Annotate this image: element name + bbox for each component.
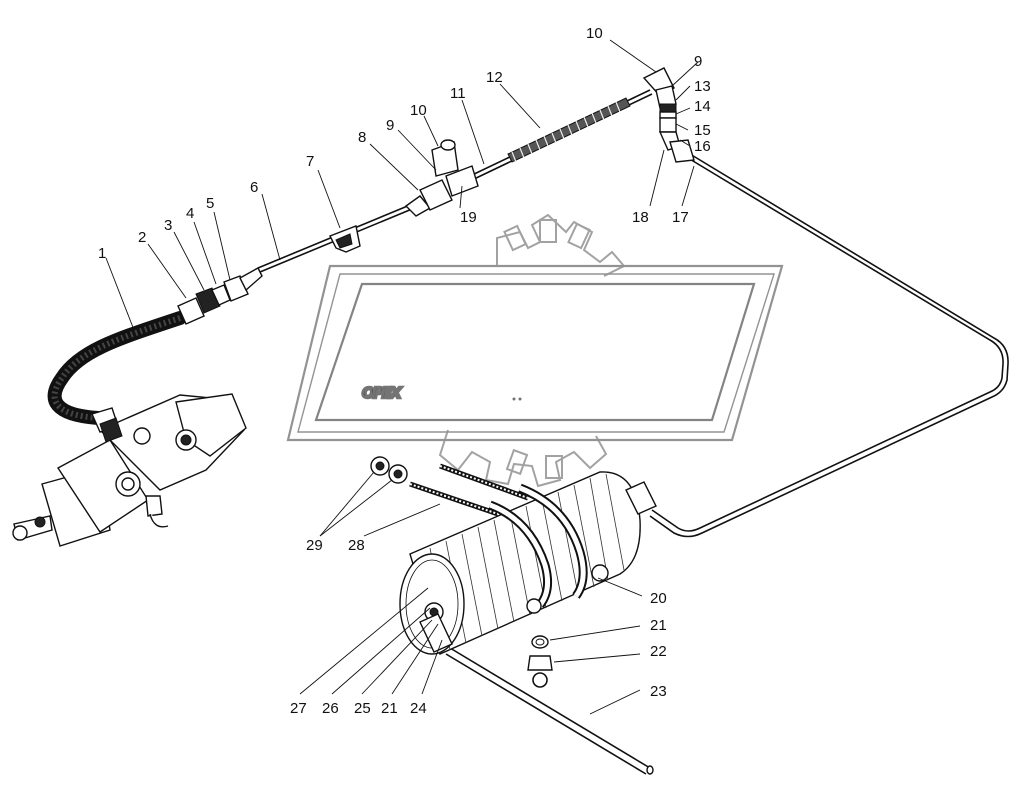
callout-11: 11 (450, 85, 466, 102)
callout-1: 1 (98, 245, 106, 262)
callout-22: 22 (650, 643, 667, 660)
callout-14: 14 (694, 98, 711, 115)
callout-4: 4 (186, 205, 194, 222)
callout-16: 16 (694, 138, 711, 155)
leader-lines (105, 39, 699, 715)
callout-24: 24 (410, 700, 427, 717)
tank-fitting-right (625, 481, 657, 515)
callout-9: 9 (386, 117, 394, 134)
fitting-2 (177, 297, 205, 325)
callout-2: 2 (138, 229, 146, 246)
tank-body (409, 471, 641, 655)
callout-12: 12 (486, 69, 503, 86)
callout-labels: 1 2 3 4 5 6 7 8 9 10 11 12 13 14 15 16 1… (98, 25, 711, 717)
callout-3: 3 (164, 217, 172, 234)
tee-assembly (404, 139, 479, 217)
nuts-29 (370, 456, 408, 484)
callout-20: 20 (650, 590, 667, 607)
brake-valve (12, 393, 247, 547)
nut-15 (659, 117, 677, 133)
port-20 (591, 564, 609, 582)
fitting-16 (669, 139, 695, 163)
callout-9-right: 9 (694, 53, 702, 70)
callout-10: 10 (410, 102, 427, 119)
coupling-fittings (177, 267, 263, 325)
callout-8: 8 (358, 129, 366, 146)
callout-25: 25 (354, 700, 371, 717)
washer-13 (659, 103, 677, 113)
watermark-frame-outer (286, 264, 784, 442)
callout-18: 18 (632, 209, 649, 226)
air-tank (399, 463, 657, 655)
watermark-logo: OPEX (286, 213, 784, 488)
callout-15: 15 (694, 122, 711, 139)
drain-plug-assembly (527, 635, 553, 688)
callout-17: 17 (672, 209, 689, 226)
callout-28: 28 (348, 537, 365, 554)
clamp-7 (329, 225, 361, 253)
callout-19: 19 (460, 209, 477, 226)
callout-23: 23 (650, 683, 667, 700)
spring-guard-12 (507, 97, 631, 163)
pipe-17 (651, 157, 1004, 532)
hose-1 (47, 311, 187, 425)
callout-6: 6 (250, 179, 258, 196)
watermark-frame-inner (314, 282, 756, 422)
fitting-24 (419, 613, 453, 653)
callout-5: 5 (206, 195, 214, 212)
callout-27: 27 (290, 700, 307, 717)
nut-9 (419, 179, 453, 211)
callout-26: 26 (322, 700, 339, 717)
callout-21: 21 (650, 617, 667, 634)
pipe-23 (449, 647, 651, 769)
callout-13: 13 (694, 78, 711, 95)
watermark-text: OPEX (362, 384, 403, 402)
callout-7: 7 (306, 153, 314, 170)
washer-14 (659, 111, 677, 119)
callout-10-right: 10 (586, 25, 603, 42)
drain-plug-22 (527, 655, 553, 671)
watermark-frame-mid (297, 273, 775, 433)
watermark-gear (438, 213, 626, 488)
right-fitting-stack (642, 67, 695, 163)
callout-29: 29 (306, 537, 323, 554)
callout-21-lower: 21 (381, 700, 398, 717)
tee-19 (445, 165, 479, 197)
